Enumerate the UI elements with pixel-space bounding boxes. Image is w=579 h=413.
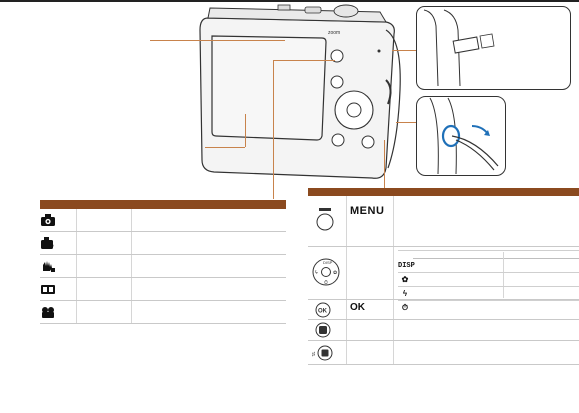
leader-line [384, 140, 385, 196]
leader-line [392, 50, 416, 51]
smart-auto-mode-icon [41, 214, 55, 226]
menu-button-icon [316, 208, 334, 231]
movie-mode-icon [42, 307, 54, 318]
table-row [40, 300, 286, 324]
sub-table-row: DISP [398, 259, 579, 273]
delete-button-icon [315, 322, 331, 338]
svg-text:✿: ✿ [333, 270, 337, 276]
column-divider [503, 252, 504, 298]
table-header [76, 200, 132, 209]
leader-line [150, 40, 285, 41]
table-row [40, 254, 286, 278]
svg-text:ϟ: ϟ [315, 270, 318, 276]
playback-button-icon: ♯ [312, 345, 333, 361]
strap-inset [416, 96, 506, 176]
menu-label: MENU [350, 205, 385, 217]
macro-icon: ✿ [401, 275, 409, 284]
table-row [308, 341, 579, 365]
leader-line [205, 147, 245, 148]
table-row: P [40, 231, 286, 255]
svg-text:⏱: ⏱ [324, 280, 328, 286]
navigation-button-icon: DISP ϟ ✿ ⏱ [312, 258, 340, 286]
table-row [308, 247, 579, 300]
svg-text:DISP: DISP [323, 260, 333, 265]
leader-line [273, 60, 335, 61]
svg-text:♯: ♯ [312, 351, 315, 358]
leader-line [273, 60, 274, 199]
program-mode-icon: P [41, 237, 54, 250]
timer-icon: ⏱ [401, 302, 409, 312]
ok-label: OK [350, 302, 365, 313]
sub-table-top [398, 250, 579, 251]
table-header [308, 188, 579, 196]
disp-icon: DISP [398, 261, 415, 270]
sub-table-row: ⏱ [398, 301, 579, 314]
svg-text:zoom: zoom [328, 30, 340, 36]
column-divider [346, 196, 347, 365]
leader-line [245, 114, 246, 147]
leader-line [396, 122, 416, 123]
dual-is-mode-icon [43, 261, 55, 272]
sub-table: DISP ✿ ϟ ⏱ [398, 259, 579, 314]
card-slot-inset [416, 6, 571, 90]
ok-button-icon: OK [315, 302, 331, 318]
top-rule [0, 0, 579, 2]
table-header [40, 200, 77, 209]
sub-table-row: ✿ [398, 273, 579, 287]
table-row [308, 300, 579, 320]
column-divider [393, 196, 394, 365]
table-row [308, 196, 579, 247]
table-row [40, 277, 286, 301]
svg-text:OK: OK [318, 309, 328, 315]
flash-icon: ϟ [402, 289, 408, 298]
sub-table-header [413, 252, 579, 259]
svg-text:P: P [49, 244, 54, 250]
table-row [40, 209, 286, 232]
scene-mode-icon [41, 285, 55, 294]
table-header [131, 200, 286, 209]
sub-table-row: ϟ [398, 287, 579, 301]
table-row [308, 320, 579, 341]
mode-dial-table: P [40, 200, 286, 324]
camera-back-illustration: zoom [199, 4, 401, 179]
